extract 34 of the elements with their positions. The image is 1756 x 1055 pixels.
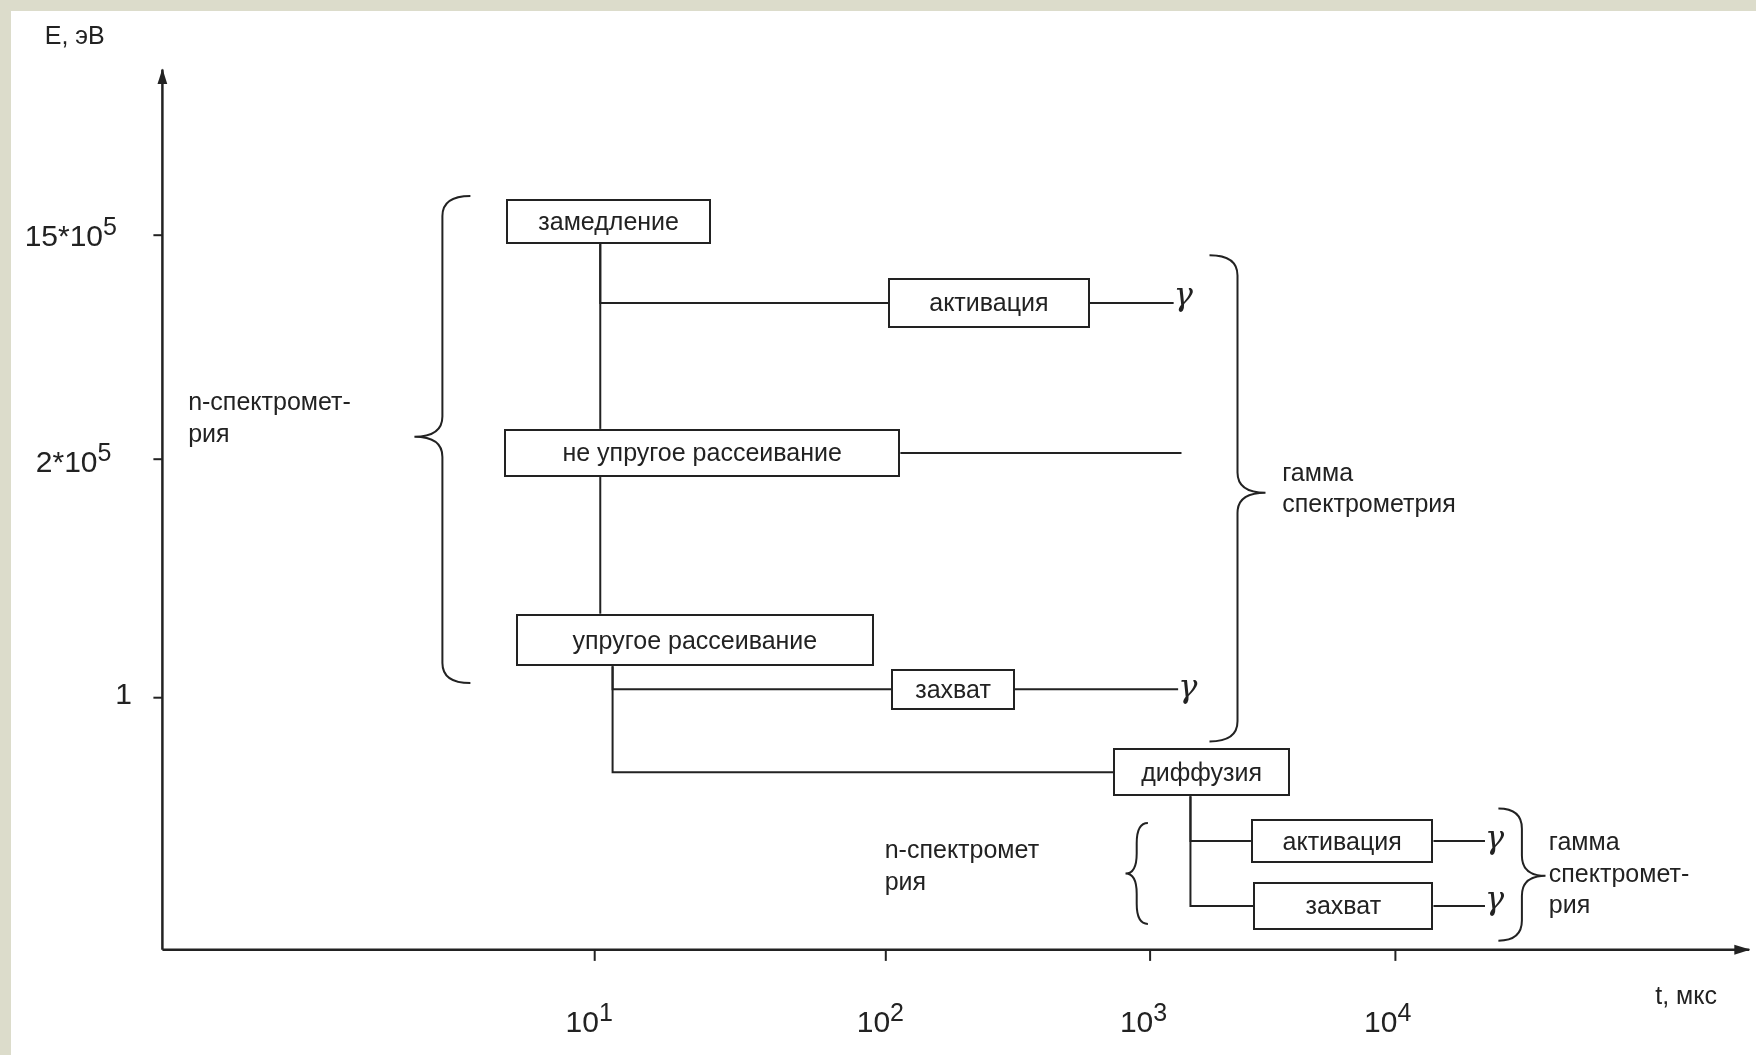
gamma-symbol: γ [1173, 277, 1193, 310]
gamma-symbol: γ [1485, 820, 1505, 853]
gamma-symbol: γ [1178, 669, 1198, 702]
process-box: не упругое рассеивание [503, 428, 901, 478]
brace-label: гамма спектрометрия [1282, 456, 1457, 520]
connector-line [1088, 301, 1175, 304]
brace-label: n-спектромет рия [884, 834, 1041, 897]
process-box: активация [1250, 818, 1434, 864]
axis-title: E, эВ [44, 20, 105, 52]
connector-line [611, 665, 1115, 774]
process-box: захват [891, 668, 1015, 710]
connector-line [1189, 795, 1255, 907]
connector-line [899, 452, 1183, 454]
brace-label: n-спектромет- рия [188, 386, 352, 449]
connector-line [599, 243, 602, 430]
gamma-symbol: γ [1485, 882, 1505, 915]
process-box: диффузия [1113, 748, 1291, 797]
axis-title: t, мкс [1655, 979, 1717, 1011]
tick-label: 10$^{1}$ [565, 996, 613, 1040]
tick-label: 10$^{4}$ [1364, 996, 1412, 1040]
brace-label: гамма спектромет- рия [1548, 826, 1691, 920]
tick-label: 15*10$^{5}$ [24, 210, 117, 254]
connector-line [1432, 905, 1486, 907]
connector-line [1432, 840, 1486, 843]
process-box: упругое рассеивание [516, 613, 874, 667]
process-box: замедление [506, 199, 712, 245]
connector-line [1013, 688, 1180, 691]
connector-line [599, 476, 602, 615]
tick-label: 2*10$^{5}$ [35, 436, 112, 480]
process-box: захват [1253, 882, 1434, 930]
tick-label: 10$^{3}$ [1119, 996, 1168, 1040]
tick-label: 1 [115, 676, 133, 713]
process-box: активация [888, 277, 1090, 329]
tick-label: 10$^{2}$ [856, 996, 904, 1040]
